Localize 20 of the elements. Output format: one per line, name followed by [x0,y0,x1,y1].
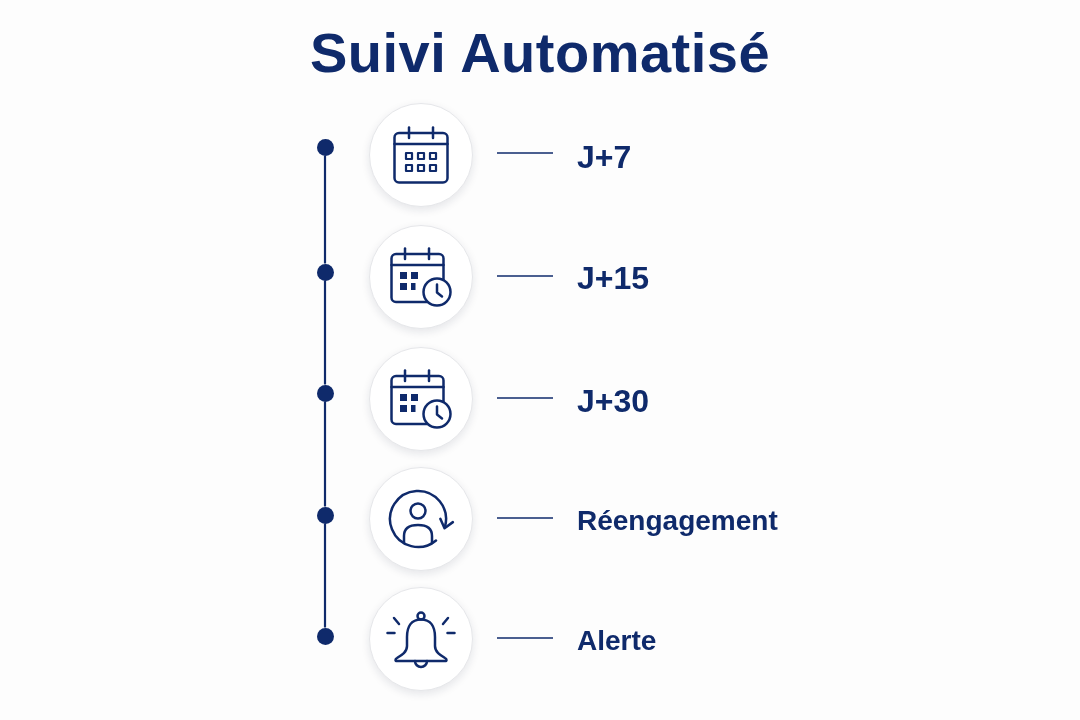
timeline-dot [316,263,334,281]
timeline-dot [316,384,334,402]
step-label: Réengagement [577,505,778,537]
step-label: J+7 [577,139,632,175]
step-label: Alerte [577,625,657,657]
diagram-title: Suivi Automatisé [309,22,771,84]
timeline-dot [316,627,334,645]
step-label: J+15 [577,260,650,296]
connector-line [496,637,554,639]
timeline-line [323,280,327,385]
timeline-line [323,401,327,507]
connector-line [496,397,554,399]
timeline-dot [316,506,334,524]
connector-line [496,275,554,277]
step-label: J+30 [577,383,650,419]
timeline-dot [316,138,334,156]
timeline-line [323,155,327,264]
connector-line [496,152,554,154]
timeline-line [323,523,327,628]
connector-line [496,517,554,519]
